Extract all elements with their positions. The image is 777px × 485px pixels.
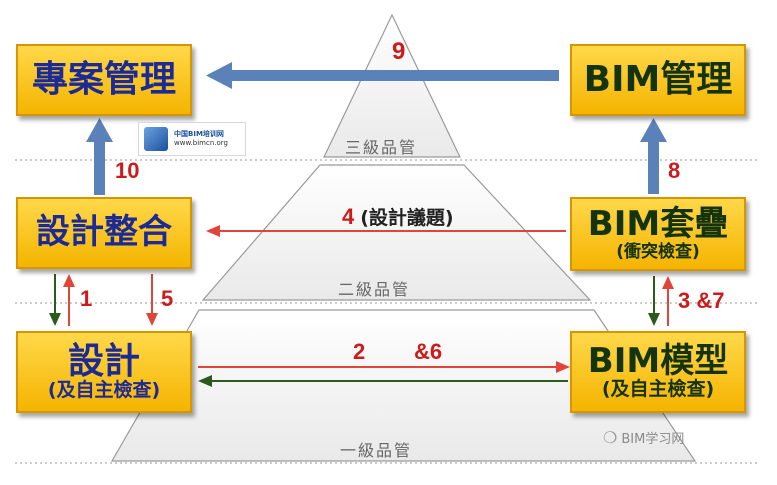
logo-url: www.bimcn.org: [174, 139, 228, 147]
wechat-icon: ❍: [603, 428, 618, 447]
box-design: 設計 (及自主檢查): [16, 331, 192, 413]
tier-label-level2: 二級品管: [338, 280, 411, 299]
arrow-4-label: 4 (設計議題): [342, 203, 454, 230]
box-bim-management-label: BIM管理: [583, 59, 733, 101]
arrow-10-head: [86, 118, 113, 142]
logo-title: 中国BIM培训网: [174, 130, 224, 139]
arrow-10-shaft: [94, 140, 105, 195]
arrow-4-head: [206, 225, 220, 237]
box-design-integration-label: 設計整合: [36, 212, 172, 253]
box-design-sub: (及自主檢查): [47, 379, 161, 402]
arrow-8-shaft: [648, 140, 659, 194]
box-design-integration: 設計整合: [16, 197, 192, 269]
tier-label-level3: 三級品管: [345, 138, 418, 157]
box-bim-model: BIM模型 (及自主檢查): [570, 331, 746, 413]
tier-label-level1: 一級品管: [340, 441, 413, 460]
arrow-number-5: 5: [161, 286, 174, 311]
arrow-number-2: 2: [353, 339, 366, 364]
arrow-green-down-head: [49, 313, 61, 326]
arrow-37-head: [662, 276, 674, 289]
arrow-9-head: [206, 62, 232, 89]
arrow-8-head: [640, 118, 667, 142]
box-bim-model-label: BIM模型: [587, 340, 729, 381]
box-bim-overlay-label: BIM套疊: [587, 203, 729, 244]
arrow-number-4: 4: [342, 204, 355, 229]
pyramid-middle-tier: [201, 164, 592, 301]
pyramid-top-tier: [323, 13, 461, 158]
box-bim-model-sub: (及自主檢查): [601, 378, 715, 401]
arrow-26-head: [556, 361, 570, 373]
arrow-5-head: [146, 313, 158, 326]
arrow-number-10: 10: [115, 158, 140, 183]
arrow-number-8: 8: [668, 158, 681, 183]
box-project-management-label: 專案管理: [31, 59, 176, 101]
box-bim-management: BIM管理: [570, 44, 746, 116]
box-bim-overlay-sub: (衝突檢查): [616, 241, 700, 262]
arrow-green-down-right-head: [648, 313, 660, 326]
watermark: ❍ BIM学习网: [603, 428, 684, 447]
arrow-number-3-7: 3 &7: [678, 288, 725, 313]
logo-text: 中国BIM培训网 www.bimcn.org: [174, 130, 228, 148]
box-project-management: 專案管理: [16, 44, 192, 116]
arrow-green-return-head: [198, 375, 212, 387]
arrow-9-shaft: [230, 70, 559, 81]
arrow-number-6: &6: [414, 339, 443, 364]
arrow-4-text: (設計議題): [360, 207, 454, 229]
arrow-1-head: [63, 274, 75, 287]
arrow-number-9: 9: [392, 38, 406, 65]
box-design-label: 設計: [67, 340, 140, 382]
box-bim-overlay: BIM套疊 (衝突檢查): [570, 197, 746, 271]
bimcn-logo: 中国BIM培训网 www.bimcn.org: [138, 122, 246, 156]
watermark-text: BIM学习网: [621, 432, 685, 447]
cube-logo-icon: [144, 127, 168, 151]
arrow-number-1: 1: [80, 286, 93, 311]
